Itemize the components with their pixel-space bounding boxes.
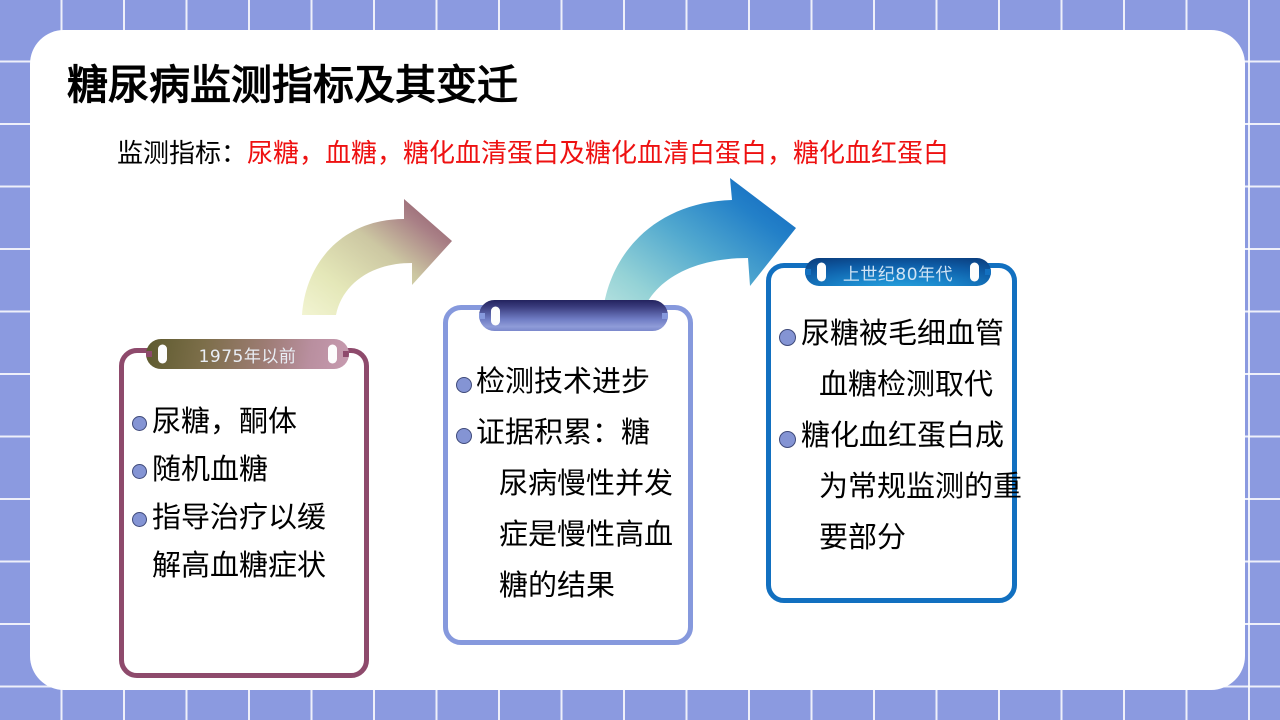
bullet-dot-icon (132, 464, 147, 479)
subtitle: 监测指标：尿糖，血糖，糖化血清蛋白及糖化血清白蛋白，糖化血红蛋白 (117, 139, 949, 170)
list-item-label: 解高血糖症状 (152, 548, 327, 582)
list-item-label: 为常规监测的重 (819, 469, 1023, 503)
tab-pill-right-icon (328, 344, 337, 364)
box3-bullet-list: 尿糖被毛细血管 血糖检测取代 糖化血红蛋白成 为常规监测的重 要部分 (779, 308, 1023, 563)
list-item-label: 指导治疗以缓 (152, 500, 327, 534)
tab-stub-left (146, 351, 152, 357)
list-item-continuation: 症是慢性高血 (456, 509, 696, 560)
bullet-dot-icon (132, 512, 147, 527)
tab-label: 上世纪80年代 (842, 264, 954, 285)
box2-content: 检测技术进步 证据积累：糖 尿病慢性并发 症是慢性高血 糖的结果 (448, 310, 696, 611)
list-item-label: 尿病慢性并发 (499, 466, 674, 500)
bullet-dot-icon (456, 377, 472, 393)
tab-label: 1975年以前 (198, 346, 297, 367)
box2-bullet-list: 检测技术进步 证据积累：糖 尿病慢性并发 症是慢性高血 糖的结果 (456, 356, 696, 611)
list-item-label: 证据积累：糖 (476, 415, 651, 449)
tab-pill-left-icon (817, 262, 826, 282)
tab-pill-left-icon (158, 344, 167, 364)
page-title: 糖尿病监测指标及其变迁 (67, 61, 518, 109)
list-item-label: 症是慢性高血 (499, 517, 674, 551)
list-item-continuation: 要部分 (779, 512, 1020, 563)
list-item-label: 糖的结果 (499, 568, 616, 602)
list-item-continuation: 糖的结果 (456, 560, 696, 611)
list-item-continuation: 为常规监测的重 (779, 461, 1023, 512)
tab-pill-left-icon (491, 306, 500, 325)
box1-bullet-list: 尿糖，酮体 随机血糖 指导治疗以缓 解高血糖症状 (132, 397, 372, 589)
list-item-continuation: 解高血糖症状 (132, 541, 372, 589)
tab-stub-left (805, 269, 811, 275)
list-item: 尿糖，酮体 (132, 397, 372, 445)
box3-content: 尿糖被毛细血管 血糖检测取代 糖化血红蛋白成 为常规监测的重 要部分 (771, 268, 1023, 563)
list-item-continuation: 尿病慢性并发 (456, 458, 696, 509)
list-item: 检测技术进步 (456, 356, 696, 407)
timeline-box-tech[interactable]: 检测技术进步 证据积累：糖 尿病慢性并发 症是慢性高血 糖的结果 (443, 305, 693, 645)
list-item: 随机血糖 (132, 445, 372, 493)
bullet-dot-icon (779, 329, 796, 346)
list-item-label: 尿糖被毛细血管 (801, 316, 1005, 350)
timeline-tab-tech[interactable] (479, 300, 668, 331)
box1-content: 尿糖，酮体 随机血糖 指导治疗以缓 解高血糖症状 (124, 353, 372, 589)
timeline-box-1980s[interactable]: 尿糖被毛细血管 血糖检测取代 糖化血红蛋白成 为常规监测的重 要部分 (766, 263, 1023, 603)
list-item: 糖化血红蛋白成 (779, 410, 1020, 461)
list-item: 证据积累：糖 (456, 407, 696, 458)
bullet-dot-icon (456, 428, 472, 444)
timeline-box-1975[interactable]: 尿糖，酮体 随机血糖 指导治疗以缓 解高血糖症状 (119, 348, 369, 678)
subtitle-highlight: 尿糖，血糖，糖化血清蛋白及糖化血清白蛋白，糖化血红蛋白 (247, 139, 950, 169)
bullet-dot-icon (779, 431, 796, 448)
tab-stub-right (662, 312, 668, 319)
list-item-label: 随机血糖 (152, 452, 269, 486)
list-item-label: 检测技术进步 (476, 364, 651, 398)
list-item-continuation: 血糖检测取代 (779, 359, 1020, 410)
timeline-tab-1975[interactable]: 1975年以前 (146, 339, 349, 369)
tab-pill-right-icon (970, 262, 979, 282)
list-item-label: 要部分 (819, 520, 907, 554)
timeline-tab-1980s[interactable]: 上世纪80年代 (805, 258, 991, 286)
list-item-label: 尿糖，酮体 (152, 404, 298, 438)
tab-stub-right (343, 351, 349, 357)
list-item: 指导治疗以缓 (132, 493, 372, 541)
list-item-label: 糖化血红蛋白成 (801, 418, 1005, 452)
tab-stub-right (985, 269, 991, 275)
list-item: 尿糖被毛细血管 (779, 308, 1020, 359)
subtitle-prefix: 监测指标： (117, 139, 248, 169)
bullet-dot-icon (132, 416, 147, 431)
tab-stub-left (479, 312, 485, 319)
list-item-label: 血糖检测取代 (819, 367, 994, 401)
